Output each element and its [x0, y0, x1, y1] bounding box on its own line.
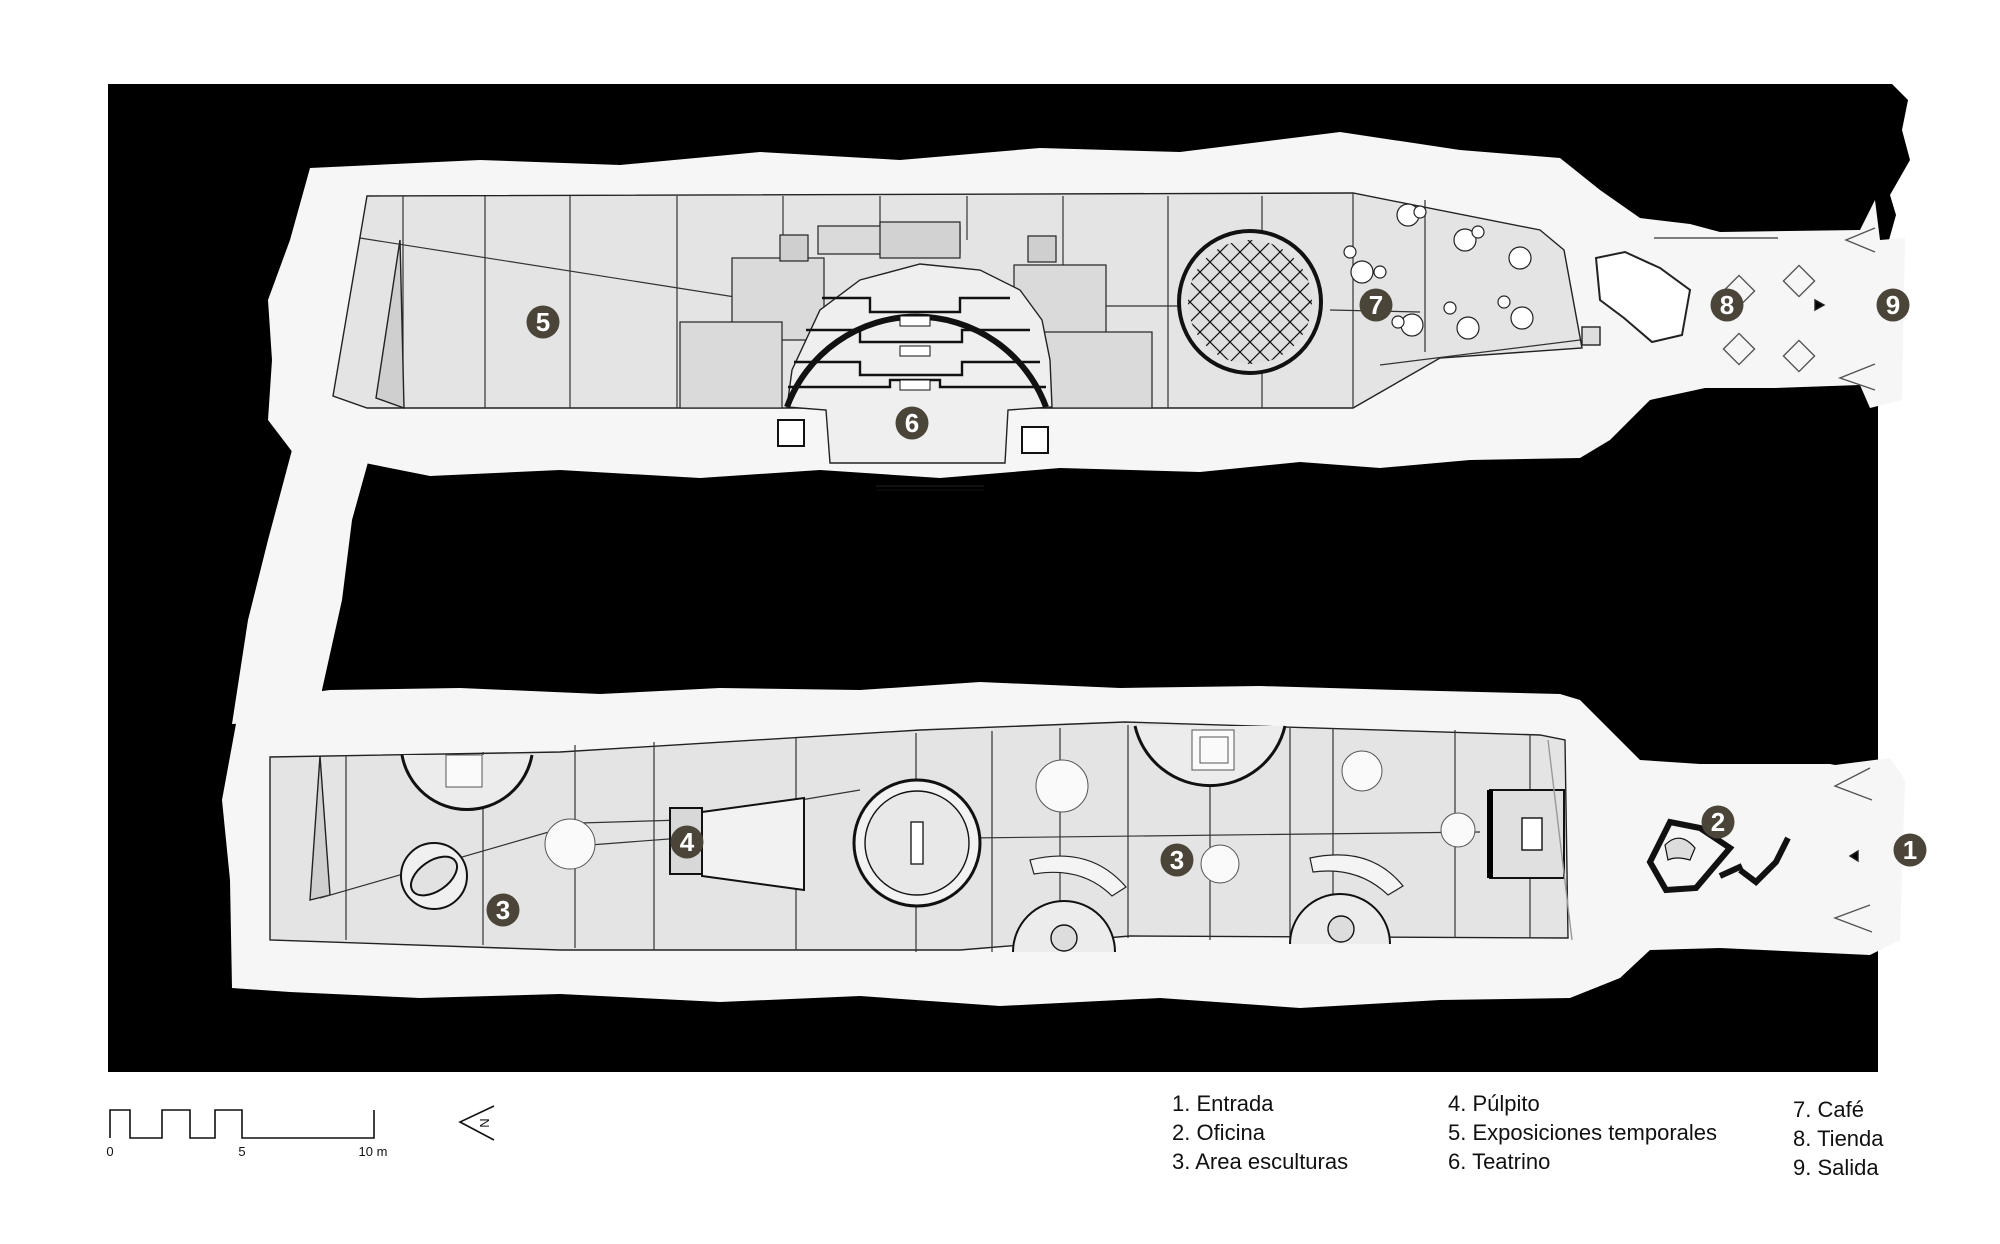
exit-direction-icon [1814, 298, 1826, 312]
marker-6-label: 6 [905, 408, 919, 438]
niche-sculptures [1050, 915, 1355, 952]
office-wall-2 [1738, 836, 1791, 886]
legend-item-5: 5. Exposiciones temporales [1448, 1120, 1717, 1145]
marker-9-label: 9 [1886, 290, 1900, 320]
theatre-pier-left [777, 419, 805, 447]
number-badges: 1 2 3 3 4 5 6 7 8 9 [486, 288, 1927, 927]
sculpture-pedestals [445, 729, 1476, 884]
marker-1-label: 1 [1903, 835, 1917, 865]
scale-bar-graphic [109, 1109, 375, 1139]
theatre-seat-blocks [899, 315, 931, 391]
office-fixture [1664, 837, 1696, 861]
office-wall-1 [1718, 863, 1744, 879]
marker-5: 5 [526, 305, 560, 339]
marker-4-label: 4 [680, 827, 695, 857]
marker-7-label: 7 [1369, 290, 1383, 320]
scale-bar: 0 5 10 m [106, 1109, 388, 1159]
exit-markers [1654, 227, 1876, 391]
marker-1: 1 [1893, 833, 1927, 867]
theatre-floor [786, 263, 1053, 464]
oval-platform [400, 842, 468, 910]
legend: 1. Entrada 2. Oficina 3. Area esculturas… [1172, 1091, 1884, 1180]
legend-item-2: 2. Oficina [1172, 1120, 1266, 1145]
marker-3b-label: 3 [496, 895, 510, 925]
legend-item-3: 3. Area esculturas [1172, 1149, 1348, 1174]
upper-gallery [332, 192, 1876, 491]
north-label: N [477, 1118, 492, 1127]
marker-7: 7 [1359, 288, 1393, 322]
circular-grate [1177, 229, 1323, 375]
legend-item-8: 8. Tienda [1793, 1126, 1884, 1151]
round-sculpture-platform [852, 778, 982, 908]
entrance-markers [1547, 739, 1873, 941]
legend-item-7: 7. Café [1793, 1097, 1864, 1122]
north-arrow-icon: N [458, 1105, 495, 1141]
theatre-side-blocks [679, 221, 1153, 409]
bench-east [1309, 854, 1404, 896]
bench-west [1029, 855, 1127, 897]
scale-label-0: 0 [106, 1144, 113, 1159]
connecting-corridor-floor [232, 450, 370, 724]
west-ramp-upper [375, 239, 405, 410]
marker-3a-label: 3 [1170, 845, 1184, 875]
marker-6: 6 [895, 406, 929, 440]
legend-item-9: 9. Salida [1793, 1155, 1879, 1180]
legend-item-1: 1. Entrada [1172, 1091, 1274, 1116]
marker-4: 4 [670, 825, 704, 859]
marker-8-label: 8 [1720, 290, 1734, 320]
entrance-direction-icon [1848, 849, 1859, 863]
marker-9: 9 [1876, 288, 1910, 322]
cafe-tables [1343, 203, 1534, 340]
office-enclosure [1646, 818, 1735, 894]
shop-display-1 [1581, 326, 1601, 346]
theatre-pier-right [1021, 426, 1049, 454]
marker-3a: 3 [1160, 843, 1194, 877]
lower-gallery [269, 721, 1873, 953]
marker-5-label: 5 [536, 307, 550, 337]
scale-label-10: 10 m [359, 1144, 388, 1159]
marker-3b: 3 [486, 893, 520, 927]
shop-counter [1594, 250, 1692, 344]
scale-label-5: 5 [238, 1144, 245, 1159]
marker-2: 2 [1701, 805, 1735, 839]
legend-item-4: 4. Púlpito [1448, 1091, 1540, 1116]
marker-8: 8 [1710, 288, 1744, 322]
marker-2-label: 2 [1711, 807, 1725, 837]
pulpit-ramp [701, 796, 805, 892]
legend-item-6: 6. Teatrino [1448, 1149, 1550, 1174]
